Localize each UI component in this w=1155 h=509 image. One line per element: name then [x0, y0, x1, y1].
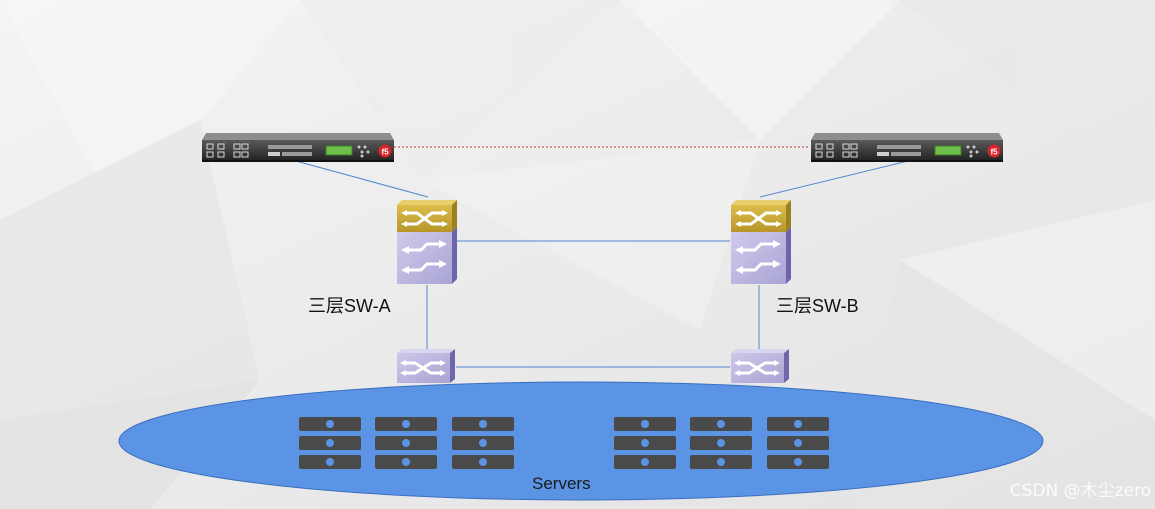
- switch-a-label: 三层SW-A: [308, 296, 391, 316]
- load-balancer-right-icon: [810, 132, 1004, 163]
- l3-switch-b-icon: [729, 198, 793, 286]
- switch-b-label: 三层SW-B: [776, 296, 859, 316]
- server-pool: [118, 381, 1044, 501]
- load-balancer-left-icon: [201, 132, 395, 163]
- l2-switch-b-icon: [729, 347, 791, 385]
- servers-label: Servers: [532, 474, 591, 493]
- server-stack-6-icon: [767, 417, 829, 469]
- server-stack-5-icon: [690, 417, 752, 469]
- server-stack-4-icon: [614, 417, 676, 469]
- watermark: CSDN @木尘zero: [1009, 481, 1151, 501]
- server-stack-1-icon: [299, 417, 361, 469]
- l3-switch-a-icon: [395, 198, 459, 286]
- server-stack-3-icon: [452, 417, 514, 469]
- server-stack-2-icon: [375, 417, 437, 469]
- l2-switch-a-icon: [395, 347, 457, 385]
